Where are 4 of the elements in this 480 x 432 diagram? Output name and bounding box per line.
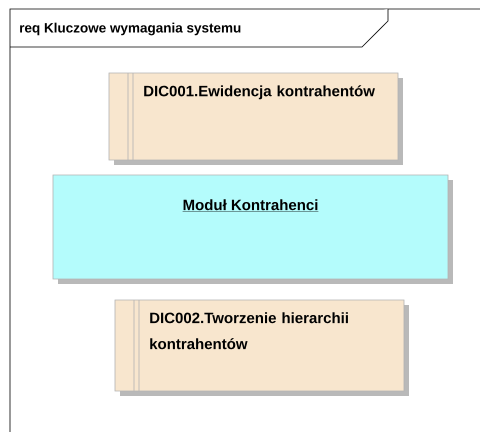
requirement-box: DIC001.Ewidencja kontrahentów xyxy=(108,72,403,165)
frame-title-tab: req Kluczowe wymagania systemu xyxy=(10,8,388,48)
requirement-box: DIC002.Tworzenie hierarchii kontrahentów xyxy=(114,300,409,396)
module-box: Moduł Kontrahenci xyxy=(52,174,453,284)
